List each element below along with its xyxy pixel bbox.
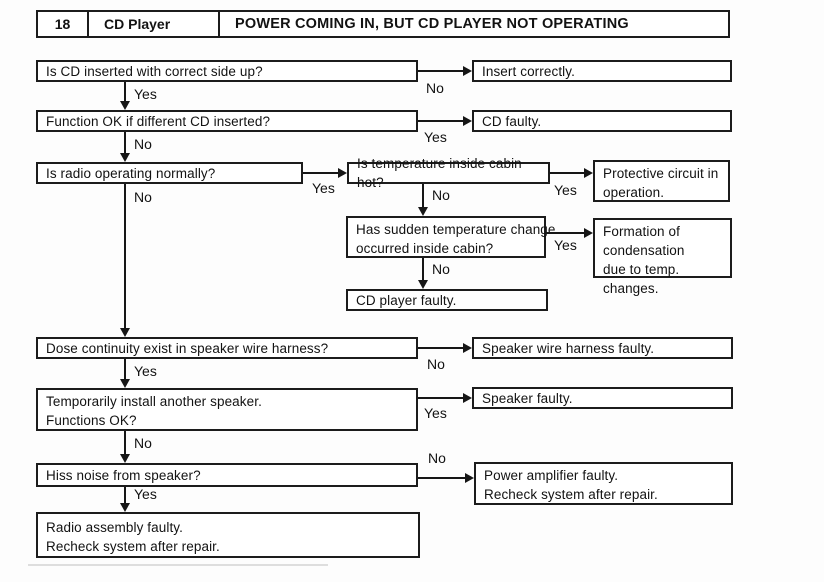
result-harness-faulty: Speaker wire harness faulty. — [472, 337, 733, 359]
arrowhead-right-icon — [465, 473, 474, 483]
arrowhead-right-icon — [463, 343, 472, 353]
edge-label-no: No — [134, 136, 152, 152]
edge-label-no: No — [134, 435, 152, 451]
header-bar: 18 CD Player POWER COMING IN, BUT CD PLA… — [36, 10, 730, 38]
connector-line — [550, 172, 584, 174]
connector-line — [418, 70, 463, 72]
edge-label-no: No — [432, 261, 450, 277]
connector-line — [546, 232, 584, 234]
arrowhead-right-icon — [463, 116, 472, 126]
edge-label-yes: Yes — [134, 486, 157, 502]
arrowhead-right-icon — [584, 228, 593, 238]
connector-line — [124, 132, 126, 153]
connector-line — [418, 120, 463, 122]
header-title: POWER COMING IN, BUT CD PLAYER NOT OPERA… — [235, 16, 629, 32]
edge-label-no: No — [427, 356, 445, 372]
edge-label-yes: Yes — [424, 129, 447, 145]
result-cd-player-faulty: CD player faulty. — [346, 289, 548, 311]
arrowhead-down-icon — [120, 379, 130, 388]
connector-line — [422, 258, 424, 280]
decision-sudden-temp-change: Has sudden temperature change occurred i… — [346, 216, 555, 258]
decision-continuity: Dose continuity exist in speaker wire ha… — [36, 337, 418, 359]
arrowhead-right-icon — [584, 168, 593, 178]
arrowhead-down-icon — [120, 454, 130, 463]
connector-line — [124, 82, 126, 101]
connector-line — [418, 477, 465, 479]
connector-line — [124, 487, 126, 503]
arrowhead-down-icon — [418, 207, 428, 216]
connector-line — [303, 172, 338, 174]
arrowhead-down-icon — [120, 153, 130, 162]
header-index: 18 — [38, 12, 89, 36]
result-condensation: Formation of condensation due to temp. c… — [593, 218, 732, 296]
arrowhead-down-icon — [418, 280, 428, 289]
edge-label-no: No — [432, 187, 450, 203]
edge-label-yes: Yes — [134, 86, 157, 102]
arrowhead-down-icon — [120, 101, 130, 110]
result-speaker-faulty: Speaker faulty. — [472, 387, 733, 409]
connector-line — [124, 184, 126, 328]
result-protective-circuit: Protective circuit in operation. — [593, 160, 730, 202]
decision-cabin-hot: Is temperature inside cabin hot? — [347, 156, 550, 190]
decision-radio-normal: Is radio operating normally? — [36, 162, 303, 184]
decision-cd-inserted: Is CD inserted with correct side up? — [36, 60, 418, 82]
header-component: CD Player — [89, 12, 220, 36]
edge-label-yes: Yes — [424, 405, 447, 421]
result-insert-correctly: Insert correctly. — [472, 60, 732, 82]
scan-artifact-line — [28, 564, 328, 566]
edge-label-yes: Yes — [554, 182, 577, 198]
connector-line — [124, 431, 126, 454]
result-cd-faulty: CD faulty. — [472, 110, 732, 132]
edge-label-yes: Yes — [312, 180, 335, 196]
connector-line — [418, 397, 463, 399]
edge-label-yes: Yes — [554, 237, 577, 253]
edge-label-no: No — [428, 450, 446, 466]
connector-line — [422, 184, 424, 207]
arrowhead-right-icon — [463, 393, 472, 403]
decision-install-speaker: Temporarily install another speaker. Fun… — [36, 388, 418, 431]
edge-label-yes: Yes — [134, 363, 157, 379]
decision-different-cd: Function OK if different CD inserted? — [36, 110, 418, 132]
connector-line — [418, 347, 463, 349]
connector-line — [124, 359, 126, 379]
decision-hiss-noise: Hiss noise from speaker? — [36, 463, 418, 487]
arrowhead-right-icon — [338, 168, 347, 178]
result-power-amp-faulty: Power amplifier faulty. Recheck system a… — [474, 462, 733, 505]
edge-label-no: No — [134, 189, 152, 205]
arrowhead-down-icon — [120, 328, 130, 337]
result-radio-assembly-faulty: Radio assembly faulty. Recheck system af… — [36, 512, 420, 558]
arrowhead-down-icon — [120, 503, 130, 512]
arrowhead-right-icon — [463, 66, 472, 76]
edge-label-no: No — [426, 80, 444, 96]
